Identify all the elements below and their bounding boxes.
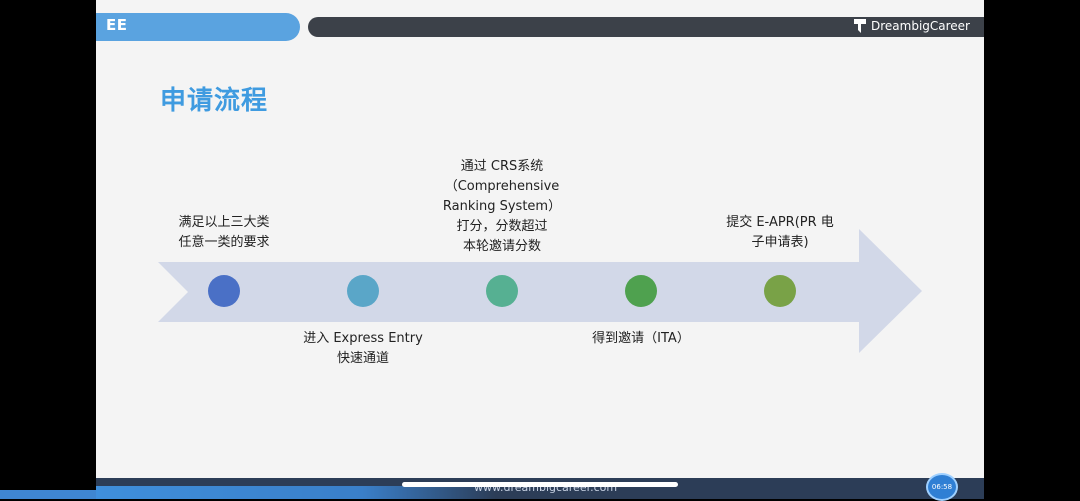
step-dot-2 [347,275,379,307]
brand: DreambigCareer [853,18,970,34]
process-arrow-shape [158,229,922,353]
step-dot-3 [486,275,518,307]
step-dot-5 [764,275,796,307]
step-dot-1 [208,275,240,307]
footer-bar: www.dreambigcareer.com [96,478,984,499]
step-1-label: 满足以上三大类 任意一类的要求 [178,215,270,250]
step-2-label: 进入 Express Entry 快速通道 [303,331,423,366]
flag-logo-icon [853,19,866,33]
left-letterbox [0,0,96,499]
process-arrow [158,229,922,353]
left-progress-strip [0,490,96,499]
time-badge: 06:58 [926,473,958,501]
step-4-label: 得到邀请（ITA） [592,331,690,346]
slide-canvas: EE DreambigCareer 申请流程 满足以上三大类 任意一类的要求 进… [96,0,984,478]
section-tag: EE [106,16,128,34]
step-5-label: 提交 E-APR(PR 电 子申请表) [726,215,834,250]
brand-name: DreambigCareer [870,19,970,33]
step-3-label: 通过 CRS系统 （Comprehensive Ranking System） … [442,159,562,254]
home-indicator[interactable] [402,482,678,487]
step-dot-4 [625,275,657,307]
header-bar: DreambigCareer [308,17,984,37]
footer-accent [96,486,984,499]
right-letterbox [984,0,1080,499]
section-tag-bar: EE [96,13,300,41]
page-title: 申请流程 [160,86,269,116]
